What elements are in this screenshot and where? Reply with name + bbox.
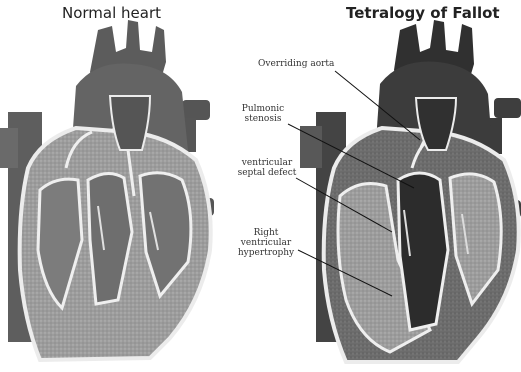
tof-heart [300, 20, 521, 362]
label-ventricular-septal-defect: ventricular septal defect [236, 158, 298, 178]
label-pulmonic-stenosis: Pulmonic stenosis [232, 104, 294, 124]
label-right-ventricular-hypertrophy: Right ventricular hypertrophy [230, 228, 302, 258]
label-overriding-aorta: Overriding aorta [258, 59, 334, 69]
normal-heart [0, 20, 214, 360]
